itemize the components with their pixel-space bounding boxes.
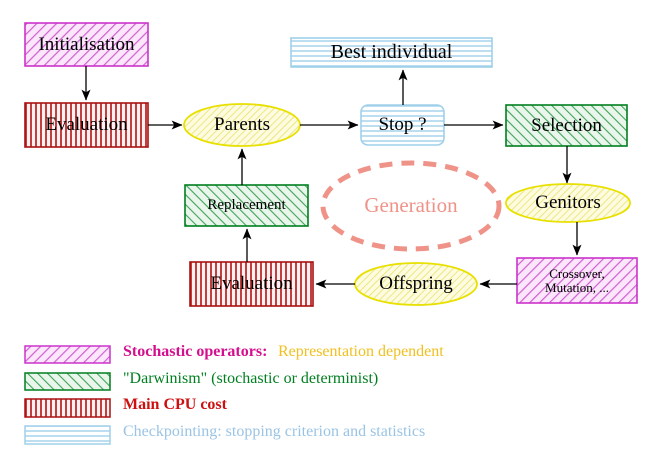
shape-evaluation-top: [24, 102, 149, 148]
legend-label-1: "Darwinism" (stochastic or determinist): [123, 370, 379, 387]
legend-label-0b: Representation dependent: [278, 343, 444, 360]
legend-swatch-0: [24, 345, 111, 364]
shape-genitors: [505, 183, 631, 223]
shape-best-individual: [290, 37, 493, 68]
legend-swatch-3: [24, 425, 111, 445]
node-genitors[interactable]: Genitors: [535, 192, 601, 214]
legend-label-0a: Stochastic operators:: [123, 343, 268, 360]
node-best-individual[interactable]: Best individual: [330, 41, 453, 64]
node-offspring[interactable]: Offspring: [379, 273, 453, 295]
legend-label-3: Checkpointing: stopping criterion and st…: [123, 423, 426, 440]
shape-evaluation-bottom: [189, 261, 314, 307]
node-parents[interactable]: Parents: [214, 114, 270, 136]
legend-swatch-2: [24, 398, 111, 418]
legend-label-2: Main CPU cost: [123, 396, 227, 413]
shape-initialisation: [24, 22, 149, 67]
shape-generation: [320, 160, 502, 252]
shape-crossover: [516, 257, 638, 304]
shape-replacement: [184, 184, 309, 227]
node-stop[interactable]: Stop ?: [378, 114, 427, 136]
node-evaluation-bottom[interactable]: Evaluation: [210, 273, 293, 295]
node-replacement[interactable]: Replacement: [207, 196, 286, 213]
node-initialisation[interactable]: Initialisation: [38, 33, 135, 55]
node-evaluation-top[interactable]: Evaluation: [45, 114, 128, 136]
node-crossover-mutation[interactable]: Crossover, Mutation, ...: [545, 266, 609, 295]
legend-swatch-1: [24, 372, 111, 391]
node-generation: Generation: [364, 193, 458, 218]
node-selection[interactable]: Selection: [531, 114, 602, 136]
